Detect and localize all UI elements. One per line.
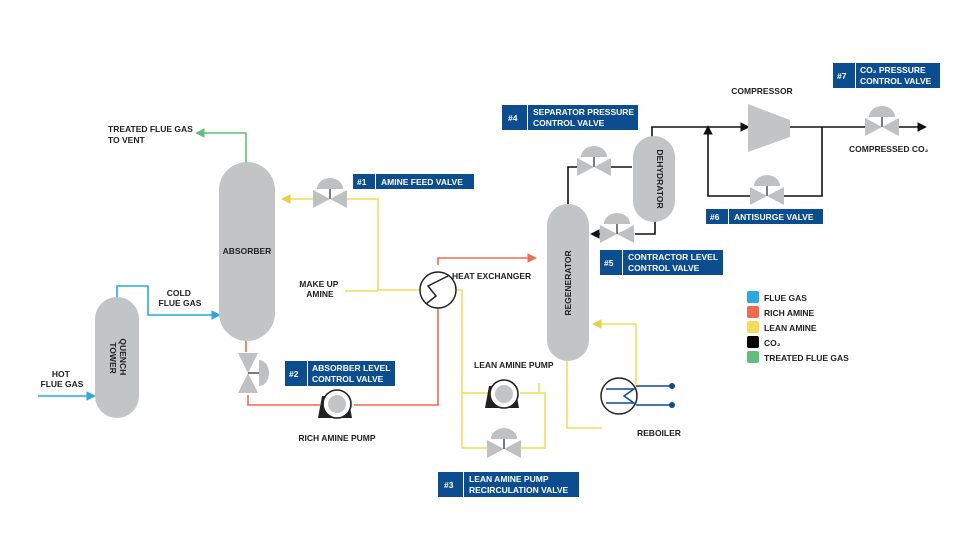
tag-5-label-1: CONTRACTOR LEVEL — [628, 252, 718, 262]
tag-2-label-2: CONTROL VALVE — [312, 374, 384, 384]
make-up-amine-line-2: AMINE — [306, 289, 334, 299]
reboiler-label: REBOILER — [637, 428, 681, 438]
rich-amine-pump-label: RICH AMINE PUMP — [298, 433, 375, 443]
tag-6: #6 ANTISURGE VALVE — [706, 209, 823, 224]
tag-6-num: #6 — [710, 212, 720, 222]
tag-4-label-2: CONTROL VALVE — [533, 118, 605, 128]
regenerator-column: REGENERATOR — [547, 204, 589, 361]
legend-swatch — [747, 321, 759, 333]
tag-6-label: ANTISURGE VALVE — [734, 212, 814, 222]
tag-2-num: #2 — [289, 369, 299, 379]
cold-flue-gas-label: COLD FLUE GAS — [159, 288, 202, 308]
tag-4-label-1: SEPARATOR PRESSURE — [533, 107, 634, 117]
compressor-label: COMPRESSOR — [731, 86, 792, 96]
absorber-label: ABSORBER — [223, 246, 272, 256]
make-up-amine-label: MAKE UP AMINE — [299, 279, 340, 299]
compressed-co2-label: COMPRESSED CO₂ — [849, 144, 929, 154]
regenerator-label: REGENERATOR — [563, 250, 573, 315]
tag-1-label: AMINE FEED VALVE — [381, 177, 463, 187]
tag-3-label: LEAN AMINE PUMP RECIRCULATION VALVE — [469, 474, 568, 495]
tag-2-label-1: ABSORBER LEVEL — [312, 363, 390, 373]
co2-pressure-control-valve[interactable] — [865, 106, 899, 136]
steam-inlet-node — [669, 383, 675, 389]
quench-tower-label-1: QUENCH — [118, 338, 128, 375]
rich-amine-lines — [245, 253, 537, 406]
tag-4-label: SEPARATOR PRESSURE CONTROL VALVE — [533, 107, 636, 128]
heat-exchanger: HEAT EXCHANGER — [419, 271, 531, 309]
compressor: COMPRESSOR — [731, 86, 793, 152]
legend-swatch — [747, 336, 759, 348]
legend-item-treated-flue-gas: TREATED FLUE GAS — [747, 351, 849, 363]
treated-flue-gas-line-1: TREATED FLUE GAS — [108, 124, 193, 134]
hot-flue-gas-line-2: FLUE GAS — [41, 379, 84, 389]
dehydrator-label: DEHYDRATOR — [655, 149, 665, 208]
amine-feed-valve[interactable] — [313, 178, 347, 208]
tag-7-label: CO₂ PRESSURE CONTROL VALVE — [860, 65, 932, 86]
legend-item-lean-amine: LEAN AMINE — [747, 321, 817, 333]
tag-2-label: ABSORBER LEVEL CONTROL VALVE — [312, 363, 393, 384]
heat-exchanger-label: HEAT EXCHANGER — [452, 271, 531, 281]
tag-7-label-1: CO₂ PRESSURE — [860, 65, 926, 75]
cold-flue-gas-line-2: FLUE GAS — [159, 298, 202, 308]
dehydrator-vessel: DEHYDRATOR — [633, 136, 675, 222]
treated-flue-gas-line-2: TO VENT — [108, 135, 145, 145]
tag-4-num: #4 — [508, 113, 518, 123]
treated-flue-gas-label: TREATED FLUE GAS TO VENT — [108, 124, 195, 145]
legend-item-flue-gas: FLUE GAS — [747, 291, 807, 303]
treated-flue-gas-line — [195, 128, 247, 164]
legend-label: TREATED FLUE GAS — [764, 353, 849, 363]
legend-swatch — [747, 306, 759, 318]
reboiler: REBOILER — [600, 377, 681, 438]
absorber-level-control-valve[interactable] — [238, 353, 269, 393]
legend-swatch — [747, 291, 759, 303]
legend-item-co2: CO₂ — [747, 336, 781, 348]
legend-label: CO₂ — [764, 338, 781, 348]
hot-flue-gas-label: HOT FLUE GAS — [41, 369, 84, 389]
legend-swatch — [747, 351, 759, 363]
quench-tower: QUENCH TOWER — [95, 297, 139, 418]
tag-5-label-2: CONTROL VALVE — [628, 263, 700, 273]
tag-5-label: CONTRACTOR LEVEL CONTROL VALVE — [628, 252, 720, 273]
tag-2: #2 ABSORBER LEVEL CONTROL VALVE — [285, 361, 395, 386]
quench-tower-label-2: TOWER — [108, 342, 118, 373]
steam-outlet-node — [669, 402, 675, 408]
tag-4: #4 SEPARATOR PRESSURE CONTROL VALVE — [502, 105, 638, 130]
contractor-level-control-valve[interactable] — [600, 213, 634, 243]
cold-flue-gas-line-1: COLD — [167, 288, 191, 298]
tag-1-num: #1 — [357, 177, 367, 187]
legend-label: FLUE GAS — [764, 293, 807, 303]
lean-amine-pump-label: LEAN AMINE PUMP — [474, 360, 554, 370]
lean-amine-pump: LEAN AMINE PUMP — [474, 360, 554, 409]
co2-lines — [567, 122, 927, 239]
lean-amine-recirculation-valve[interactable] — [487, 428, 521, 458]
tag-7-label-2: CONTROL VALVE — [860, 76, 932, 86]
tag-3-label-2: RECIRCULATION VALVE — [469, 485, 568, 495]
tag-5-num: #5 — [604, 258, 614, 268]
legend: FLUE GAS RICH AMINE LEAN AMINE CO₂ TREAT… — [747, 291, 849, 363]
flue-gas-lines — [38, 285, 221, 401]
tag-5: #5 CONTRACTOR LEVEL CONTROL VALVE — [600, 250, 723, 275]
tag-3-num: #3 — [444, 480, 454, 490]
svg-text:QUENCH TOWER: QUENCH TOWER — [108, 338, 128, 377]
separator-pressure-control-valve[interactable] — [577, 146, 611, 176]
lean-amine-lines — [281, 194, 637, 449]
legend-item-rich-amine: RICH AMINE — [747, 306, 815, 318]
antisurge-valve[interactable] — [750, 175, 784, 205]
tag-1: #1 AMINE FEED VALVE — [353, 174, 474, 189]
tag-3: #3 LEAN AMINE PUMP RECIRCULATION VALVE — [438, 472, 579, 497]
absorber-column: ABSORBER — [219, 162, 275, 341]
tag-7-num: #7 — [837, 71, 847, 81]
rich-amine-pump: RICH AMINE PUMP — [298, 389, 376, 443]
legend-label: LEAN AMINE — [764, 323, 817, 333]
tag-3-label-1: LEAN AMINE PUMP — [469, 474, 549, 484]
make-up-amine-line-1: MAKE UP — [299, 279, 339, 289]
hot-flue-gas-line-1: HOT — [52, 369, 71, 379]
legend-label: RICH AMINE — [764, 308, 815, 318]
reboiler-steam-lines — [636, 385, 670, 406]
tag-7: #7 CO₂ PRESSURE CONTROL VALVE — [833, 63, 940, 88]
